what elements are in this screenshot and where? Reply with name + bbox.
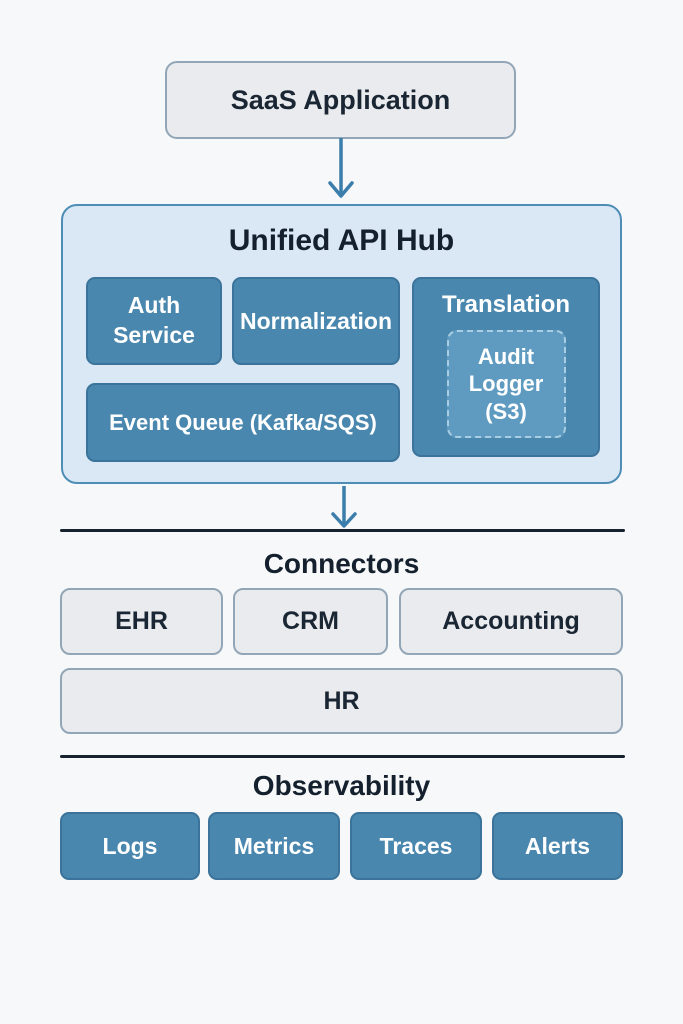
node-logs: Logs bbox=[60, 812, 200, 880]
accounting-label: Accounting bbox=[442, 607, 580, 635]
node-alerts: Alerts bbox=[492, 812, 623, 880]
node-translation: Translation Audit Logger (S3) bbox=[412, 277, 600, 457]
translation-label: Translation bbox=[441, 291, 571, 318]
node-hr: HR bbox=[60, 668, 623, 734]
node-auth-service: Auth Service bbox=[86, 277, 222, 365]
arrow-saas-to-hub-icon bbox=[328, 138, 354, 198]
node-traces: Traces bbox=[350, 812, 482, 880]
group-unified-api-hub: Unified API Hub Auth Service Normalizati… bbox=[61, 204, 622, 484]
node-audit-logger: Audit Logger (S3) bbox=[446, 330, 566, 438]
crm-label: CRM bbox=[282, 607, 339, 635]
audit-logger-label: Audit Logger (S3) bbox=[468, 343, 544, 424]
node-event-queue: Event Queue (Kafka/SQS) bbox=[86, 383, 400, 462]
node-crm: CRM bbox=[233, 588, 388, 655]
event-queue-label: Event Queue (Kafka/SQS) bbox=[109, 409, 377, 435]
node-normalization: Normalization bbox=[232, 277, 400, 365]
node-saas-application: SaaS Application bbox=[165, 61, 516, 139]
node-ehr: EHR bbox=[60, 588, 223, 655]
metrics-label: Metrics bbox=[233, 832, 315, 859]
hub-title: Unified API Hub bbox=[228, 224, 455, 257]
alerts-label: Alerts bbox=[524, 832, 591, 859]
node-metrics: Metrics bbox=[208, 812, 340, 880]
observability-heading: Observability bbox=[252, 770, 431, 801]
ehr-label: EHR bbox=[115, 607, 168, 635]
observability-divider bbox=[60, 755, 625, 758]
connectors-heading: Connectors bbox=[263, 548, 420, 579]
normalization-label: Normalization bbox=[239, 307, 393, 334]
logs-label: Logs bbox=[102, 832, 158, 859]
auth-service-label: Auth Service bbox=[113, 292, 195, 348]
connectors-divider bbox=[60, 529, 625, 532]
saas-application-label: SaaS Application bbox=[230, 84, 451, 115]
arrow-hub-to-connectors-icon bbox=[331, 486, 357, 528]
node-accounting: Accounting bbox=[399, 588, 623, 655]
hr-label: HR bbox=[323, 686, 360, 715]
traces-label: Traces bbox=[379, 832, 453, 859]
